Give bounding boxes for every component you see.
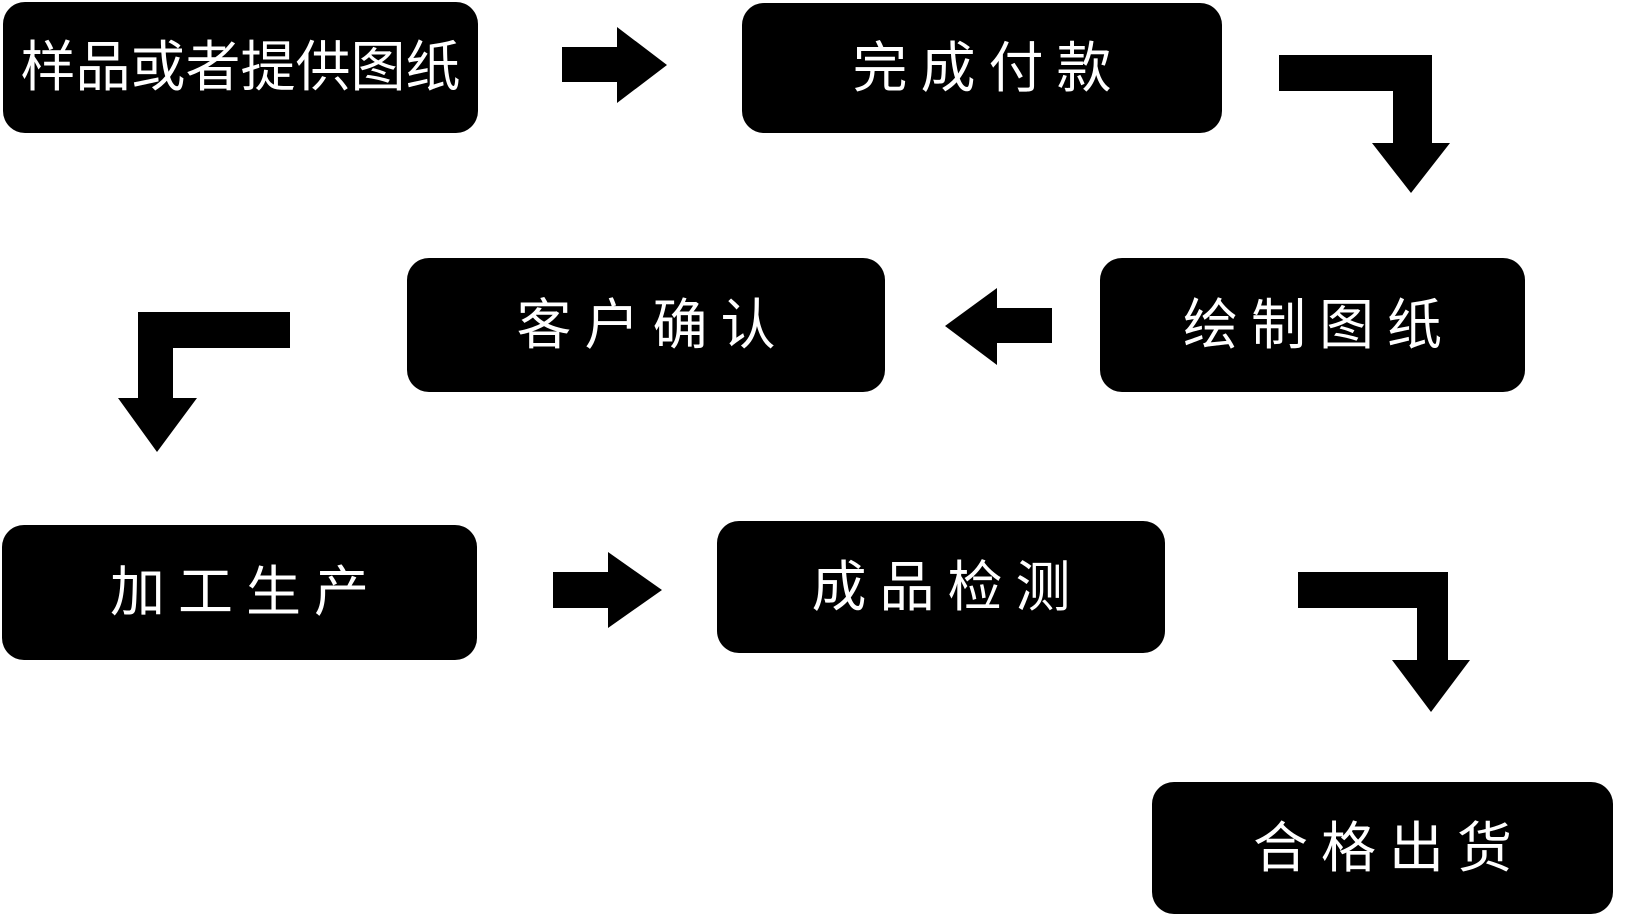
step-label: 加工生产: [109, 560, 382, 624]
flow-step-draw-drawings: 绘制图纸: [1100, 258, 1525, 392]
step-label: 绘制图纸: [1182, 292, 1455, 357]
step-label: 客户确认: [516, 292, 789, 357]
flow-step-payment: 完成付款: [742, 3, 1222, 133]
arrow-right-icon: [562, 27, 667, 103]
arrow-left-icon: [945, 288, 1052, 365]
arrow-right-icon: [553, 552, 662, 628]
flow-step-inspection: 成品检测: [717, 521, 1165, 653]
flow-step-customer-confirm: 客户确认: [407, 258, 885, 392]
step-label: 样品或者提供图纸: [20, 35, 461, 99]
flow-step-production: 加工生产: [2, 525, 477, 660]
step-label: 成品检测: [811, 554, 1084, 619]
arrow-elbow-right-down-icon: [1279, 55, 1450, 193]
step-label: 完成付款: [852, 35, 1125, 100]
step-label: 合格出货: [1252, 815, 1525, 880]
flow-step-shipment: 合格出货: [1152, 782, 1613, 914]
arrow-elbow-right-down-icon: [1298, 572, 1470, 712]
flow-step-sample-or-drawings: 样品或者提供图纸: [3, 2, 478, 133]
arrow-elbow-left-down-icon: [118, 312, 290, 452]
